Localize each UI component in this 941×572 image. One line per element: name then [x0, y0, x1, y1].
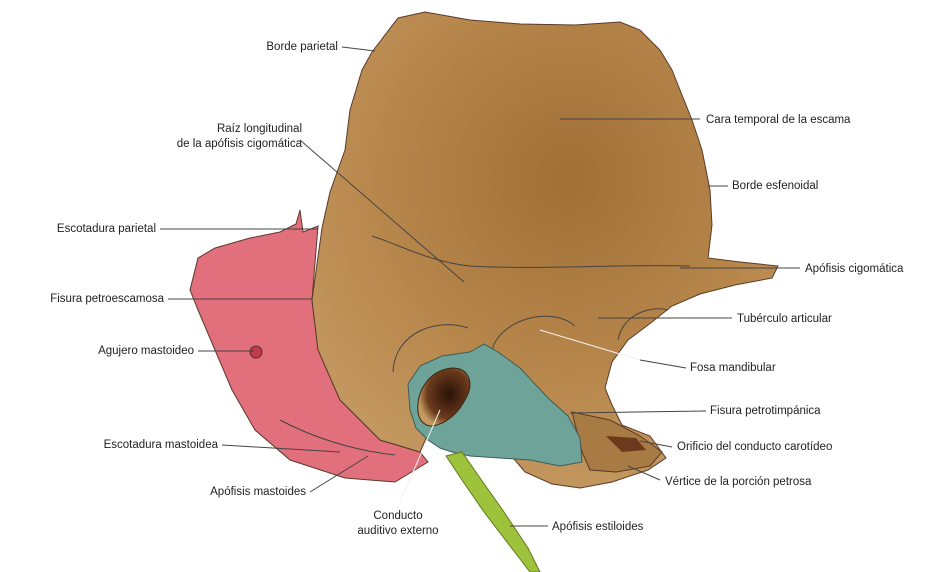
- label-escotadura-parietal: Escotadura parietal: [57, 223, 156, 235]
- label-fisura-petrotimpanica: Fisura petrotimpánica: [710, 405, 821, 417]
- label-conducto-2: auditivo externo: [357, 525, 438, 537]
- label-borde-parietal: Borde parietal: [266, 41, 338, 53]
- label-raiz-longitudinal-2: de la apófisis cigomática: [177, 138, 303, 150]
- label-escotadura-mastoidea: Escotadura mastoidea: [104, 439, 219, 451]
- leader-borde-parietal: [342, 47, 375, 51]
- label-tuberculo-articular: Tubérculo articular: [737, 313, 832, 325]
- label-conducto-1: Conducto: [373, 510, 422, 522]
- label-cara-temporal: Cara temporal de la escama: [706, 114, 851, 126]
- label-apofisis-cigomatica: Apófisis cigomática: [805, 263, 904, 275]
- leader-fosa-mandibular-ext: [640, 360, 686, 368]
- label-orificio-carotideo: Orificio del conducto carotídeo: [677, 441, 832, 453]
- label-agujero-mastoideo: Agujero mastoideo: [98, 345, 194, 357]
- label-raiz-longitudinal-1: Raíz longitudinal: [217, 123, 302, 135]
- label-fosa-mandibular: Fosa mandibular: [690, 362, 776, 374]
- label-apofisis-mastoides: Apófisis mastoides: [210, 486, 306, 498]
- label-vertice-petrosa: Vértice de la porción petrosa: [665, 476, 812, 488]
- label-borde-esfenoidal: Borde esfenoidal: [732, 180, 818, 192]
- mastoid-foramen: [250, 346, 262, 358]
- label-fisura-petroescamosa: Fisura petroescamosa: [50, 293, 164, 305]
- label-apofisis-estiloides: Apófisis estiloides: [552, 521, 644, 533]
